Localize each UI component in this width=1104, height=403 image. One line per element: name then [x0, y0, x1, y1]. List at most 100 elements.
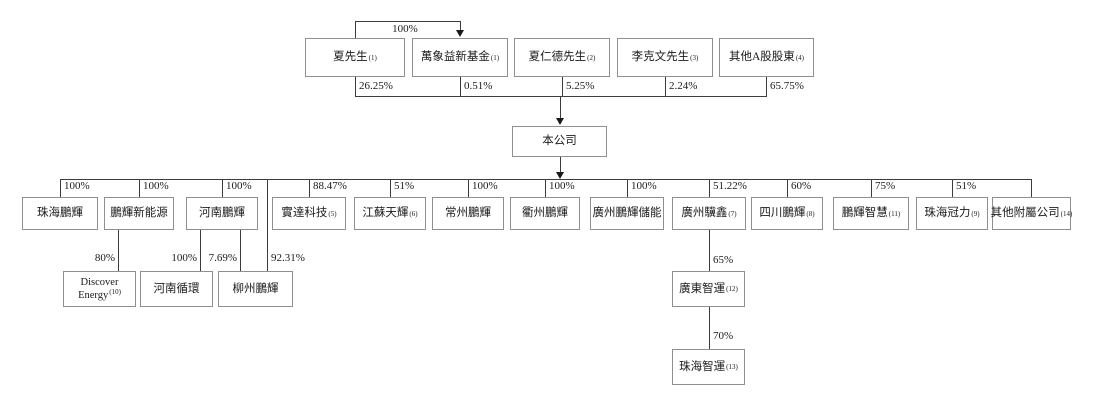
- node-label: 夏仁德先生: [528, 51, 587, 64]
- pct-discover: 80%: [94, 252, 115, 264]
- node-label: 夏先生: [333, 51, 368, 64]
- connector-line: [1031, 179, 1032, 197]
- connector-line: [460, 21, 461, 31]
- connector-line: [139, 179, 140, 197]
- node-xia-rende-mr: 夏仁德先生(2): [514, 38, 610, 77]
- connector-line: [709, 307, 710, 349]
- pct-loop: 100%: [392, 23, 418, 35]
- pct-subsidiary: 100%: [143, 180, 169, 192]
- node-label: 珠海鵬輝: [37, 207, 83, 220]
- connector-line: [560, 96, 561, 119]
- arrow-down-icon: [456, 30, 464, 37]
- connector-line: [766, 77, 767, 96]
- connector-line: [562, 77, 563, 96]
- connector-line: [787, 179, 788, 197]
- pct-subsidiary: 100%: [631, 180, 657, 192]
- node-label: 李克文先生: [631, 51, 690, 64]
- node-label: 本公司: [542, 135, 577, 148]
- node-guangzhou-penghui-storage: 廣州鵬輝儲能: [590, 197, 664, 230]
- connector-line: [240, 230, 241, 271]
- node-penghui-zhihui: 鵬輝智慧(11): [833, 197, 909, 230]
- node-jiangsu-tianhui: 江蘇天輝(6): [354, 197, 426, 230]
- node-other-subsidiaries: 其他附屬公司(14): [990, 197, 1072, 230]
- connector-line: [200, 230, 201, 271]
- node-discover-energy: Discover Energy(10): [63, 271, 136, 307]
- pct-zhuhai-zhiyun: 70%: [713, 330, 734, 342]
- connector-line: [355, 21, 356, 38]
- pct-shareholder: 5.25%: [566, 80, 595, 92]
- connector-line: [60, 179, 61, 197]
- pct-shareholder: 26.25%: [359, 80, 393, 92]
- node-quzhou-penghui: 衢州鵬輝: [510, 197, 580, 230]
- node-label: 四川鵬輝: [759, 207, 806, 220]
- pct-henan-xunhuan: 100%: [171, 252, 197, 264]
- node-label: 河南循環: [153, 282, 200, 295]
- node-liuzhou-penghui: 柳州鵬輝: [218, 271, 293, 307]
- connector-line: [355, 77, 356, 96]
- pct-subsidiary: 100%: [472, 180, 498, 192]
- node-label-line2: Energy: [78, 290, 109, 301]
- node-label: 鵬輝智慧: [841, 207, 888, 220]
- node-label: 其他附屬公司: [990, 207, 1060, 220]
- pct-subsidiary: 75%: [875, 180, 896, 192]
- node-zhuhai-penghui: 珠海鵬輝: [22, 197, 98, 230]
- connector-line: [709, 230, 710, 271]
- node-label: 廣州驥鑫: [681, 207, 728, 220]
- node-penghui-new-energy: 鵬輝新能源: [104, 197, 174, 230]
- node-xia-mr: 夏先生(1): [305, 38, 405, 77]
- node-label: 柳州鵬輝: [232, 282, 279, 295]
- connector-line: [665, 77, 666, 96]
- node-label: 實達科技: [281, 207, 328, 220]
- node-label: 廣州鵬輝儲能: [592, 207, 662, 220]
- connector-line: [709, 179, 710, 197]
- node-label: 河南鵬輝: [199, 207, 245, 220]
- node-henan-xunhuan: 河南循環: [140, 271, 213, 307]
- connector-line: [355, 96, 767, 97]
- pct-shareholder: 65.75%: [770, 80, 804, 92]
- connector-line: [267, 179, 268, 271]
- pct-shareholder: 2.24%: [669, 80, 698, 92]
- pct-subsidiary: 51%: [394, 180, 415, 192]
- arrow-down-icon: [556, 172, 564, 179]
- node-changzhou-penghui: 常州鵬輝: [432, 197, 504, 230]
- connector-line: [390, 179, 391, 197]
- connector-line: [460, 77, 461, 96]
- connector-line: [355, 21, 461, 22]
- node-label: 衢州鵬輝: [522, 207, 568, 220]
- node-henan-penghui: 河南鵬輝: [186, 197, 258, 230]
- connector-line: [468, 179, 469, 197]
- node-label: 鵬輝新能源: [110, 207, 168, 220]
- pct-subsidiary: 100%: [226, 180, 252, 192]
- node-guangzhou-jixin: 廣州驥鑫(7): [672, 197, 746, 230]
- pct-subsidiary: 51%: [956, 180, 977, 192]
- pct-subsidiary: 60%: [791, 180, 812, 192]
- arrow-down-icon: [556, 118, 564, 125]
- node-label-line1: Discover: [80, 276, 119, 288]
- node-label: 常州鵬輝: [445, 207, 491, 220]
- node-label: 其他A股股東: [729, 51, 795, 64]
- node-wanxiang-yixin-fund: 萬象益新基金(1): [412, 38, 508, 77]
- node-label: 江蘇天輝: [362, 207, 409, 220]
- pct-shareholder: 0.51%: [464, 80, 493, 92]
- pct-subsidiary: 100%: [549, 180, 575, 192]
- connector-line: [545, 179, 546, 197]
- connector-line: [627, 179, 628, 197]
- pct-guangdong-zhiyun: 65%: [713, 254, 734, 266]
- node-other-a-shareholders: 其他A股股東(4): [719, 38, 814, 77]
- connector-line: [222, 179, 223, 197]
- pct-liuzhou-left: 7.69%: [208, 252, 237, 264]
- node-zhuhai-guanli: 珠海冠力(9): [916, 197, 988, 230]
- connector-line: [309, 179, 310, 197]
- node-sichuan-penghui: 四川鵬輝(8): [751, 197, 823, 230]
- pct-subsidiary: 100%: [64, 180, 90, 192]
- connector-line: [118, 230, 119, 271]
- node-sup: (10): [109, 287, 121, 296]
- connector-line: [560, 157, 561, 173]
- connector-line: [871, 179, 872, 197]
- node-company: 本公司: [512, 126, 607, 157]
- node-shida-tech: 實達科技(5): [272, 197, 346, 230]
- connector-line: [952, 179, 953, 197]
- node-label: 萬象益新基金: [420, 51, 490, 64]
- node-zhuhai-zhiyun: 珠海智運(13): [672, 349, 745, 385]
